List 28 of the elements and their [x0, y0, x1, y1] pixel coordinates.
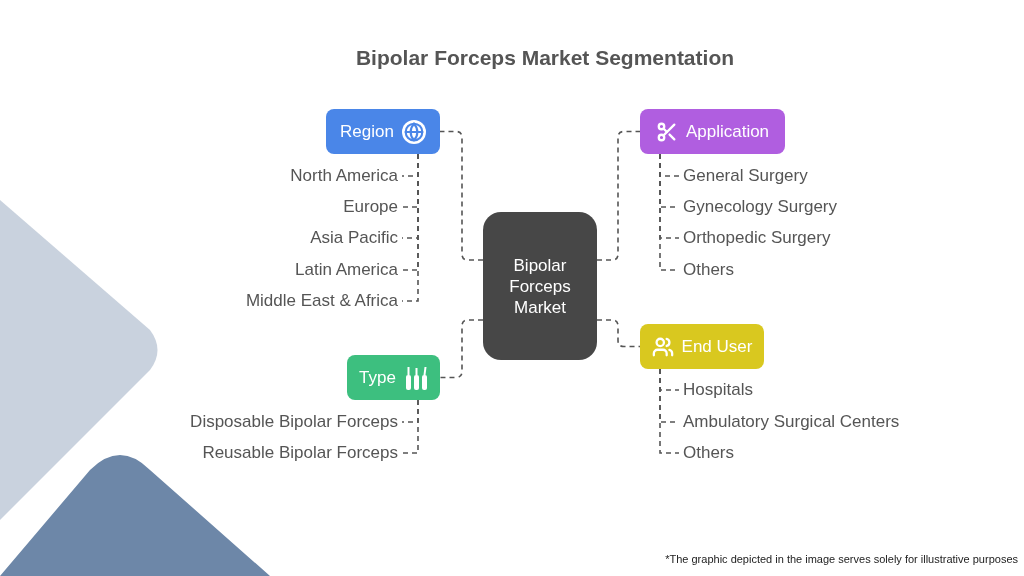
segment-label: Europe — [343, 196, 398, 218]
segment-label: Hospitals — [683, 379, 753, 401]
dashed-connector — [401, 399, 419, 454]
category-box: Type — [347, 355, 440, 400]
dashed-connector — [439, 319, 484, 379]
footnote: *The graphic depicted in the image serves solely for illustrative purposes — [665, 552, 1018, 567]
segment-label: North America — [290, 165, 398, 187]
segment-label: Latin America — [295, 259, 398, 281]
category-box: End User — [640, 324, 764, 369]
segment-label: Orthopedic Surgery — [683, 227, 831, 249]
segment-label: Middle East & Africa — [245, 290, 398, 312]
segment-label: Ambulatory Surgical Centers — [683, 411, 900, 433]
dashed-connector — [401, 153, 419, 302]
diagram-title: Bipolar Forceps Market Segmentation — [354, 45, 736, 71]
category-box: Application — [640, 109, 785, 154]
category-box: Region — [326, 109, 440, 154]
dashed-connector — [439, 130, 484, 261]
center-box: Bipolar Forceps Market — [483, 212, 597, 360]
dashed-connector — [596, 130, 641, 261]
segment-label: General Surgery — [683, 165, 808, 187]
segment-label: Disposable Bipolar Forceps — [190, 411, 398, 433]
segment-label: Gynecology Surgery — [683, 196, 838, 218]
segment-label: Asia Pacific — [310, 227, 398, 249]
segment-label: Others — [683, 259, 735, 281]
dashed-connector — [659, 368, 680, 454]
segment-label: Reusable Bipolar Forceps — [202, 442, 398, 464]
dashed-connector — [596, 319, 641, 348]
segment-label: Others — [683, 442, 735, 464]
